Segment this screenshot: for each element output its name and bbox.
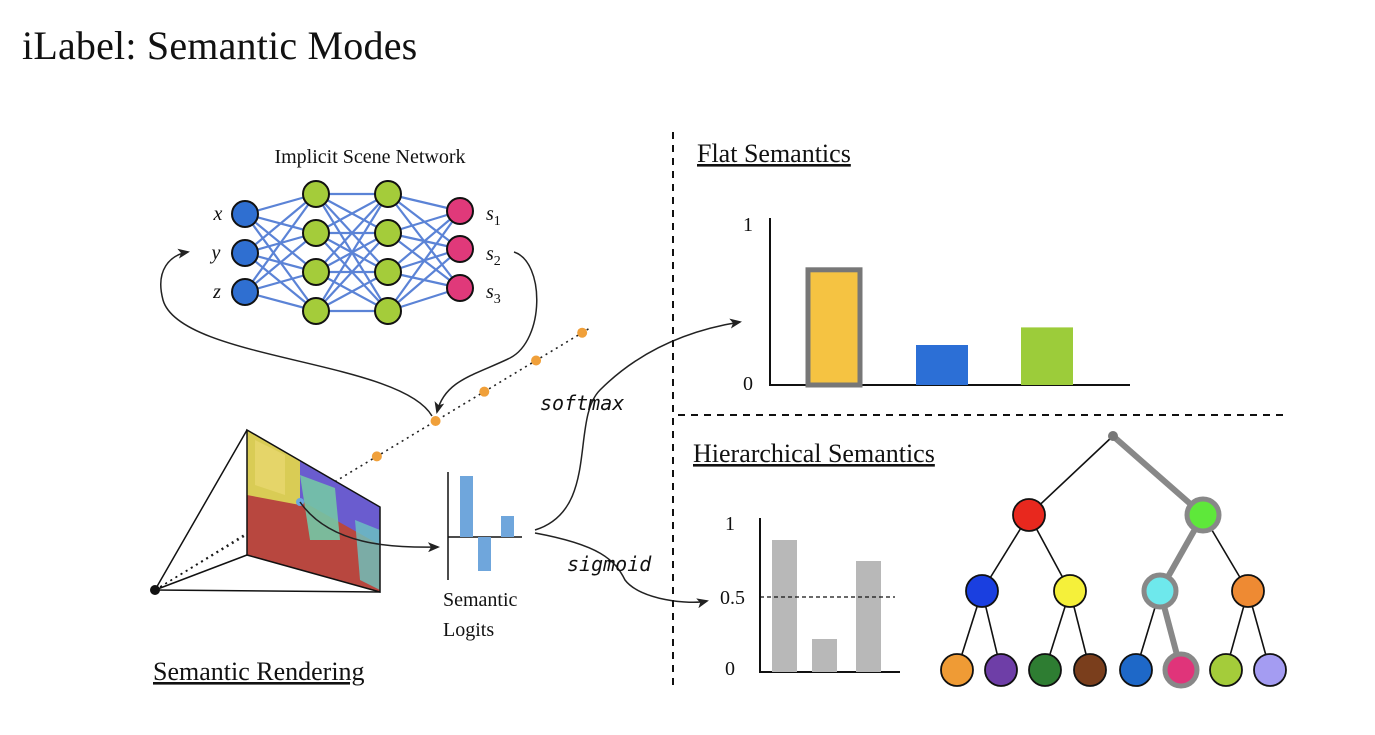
tree-leaf-3 [1028, 653, 1062, 687]
input-label-z: z [212, 281, 221, 303]
network-edge [387, 210, 461, 312]
query-arrow-to-network [160, 248, 433, 417]
sigmoid-arrow [534, 532, 709, 609]
camera-center [150, 585, 160, 595]
hidden2-node-1 [374, 180, 402, 208]
logits-label-line1: Semantic [443, 589, 518, 611]
logits-chart [447, 472, 522, 580]
output-arrow-from-network [434, 251, 538, 414]
hidden1-node-2 [302, 219, 330, 247]
hier-axis-mid: 0.5 [720, 587, 745, 609]
ray-sample-4 [531, 355, 542, 366]
semantic-tree [940, 431, 1287, 689]
tree-node-l1-1 [1012, 498, 1046, 532]
network-edge [315, 193, 389, 273]
semantic-image [247, 430, 380, 592]
network-edge [244, 232, 317, 293]
ray-sample-2 [430, 416, 441, 427]
flat-axis-top: 1 [743, 214, 753, 236]
output-label-s3: s3 [486, 281, 501, 307]
tree-leaf-7 [1209, 653, 1243, 687]
flat-axis-bottom: 0 [743, 373, 753, 395]
hier-axis-top: 1 [725, 513, 735, 535]
flat-chart [769, 218, 1130, 388]
tree-node-l2-4 [1231, 574, 1265, 608]
input-label-x: x [213, 203, 223, 225]
ray-samples [371, 327, 588, 462]
input-node-2 [231, 239, 259, 267]
ray-sample-1 [371, 451, 382, 462]
semantic-image-frame [246, 428, 381, 593]
hier-axis-bottom: 0 [725, 658, 735, 680]
logits-label-line2: Logits [443, 619, 494, 641]
tree-leaf-8 [1253, 653, 1287, 687]
network-edge [315, 232, 389, 312]
hidden2-node-3 [374, 258, 402, 286]
network-title: Implicit Scene Network [274, 146, 465, 168]
ray-sample-3 [479, 386, 490, 397]
output-label-s1: s1 [486, 203, 501, 229]
hidden2-node-4 [374, 297, 402, 325]
flat-bar-1 [805, 267, 863, 388]
image-to-logits-arrow [299, 501, 440, 553]
hierarchical-chart [759, 518, 900, 673]
hierarchical-title: Hierarchical Semantics [693, 439, 935, 468]
hidden2-node-2 [374, 219, 402, 247]
sigmoid-label: sigmoid [567, 552, 652, 576]
hidden1-node-3 [302, 258, 330, 286]
tree-leaf-4 [1073, 653, 1107, 687]
input-node-1 [231, 200, 259, 228]
hier-bar-2 [812, 639, 837, 672]
tree-root [1108, 431, 1118, 441]
flat-bar-2 [916, 345, 968, 385]
tree-node-l2-3 [1141, 572, 1179, 610]
flat-title: Flat Semantics [697, 139, 851, 168]
ray-sample-5 [577, 327, 588, 338]
input-label-y: y [210, 242, 221, 264]
network-edge [387, 210, 461, 273]
tree-node-l2-1 [965, 574, 999, 608]
output-node-1 [446, 197, 474, 225]
network-edge [244, 193, 317, 254]
network-edge [315, 193, 389, 312]
tree-edge [1111, 433, 1205, 518]
camera-frustum [154, 429, 381, 593]
network-nodes [231, 180, 474, 325]
output-label-s2: s2 [486, 243, 501, 269]
input-node-3 [231, 278, 259, 306]
logit-bar-3 [501, 516, 514, 537]
tree-leaf-1 [940, 653, 974, 687]
network-edges [244, 192, 461, 313]
tree-leaf-5 [1119, 653, 1153, 687]
hidden1-node-1 [302, 180, 330, 208]
logit-bar-2 [478, 537, 491, 571]
output-node-2 [446, 235, 474, 263]
tree-node-l1-2 [1184, 496, 1222, 534]
rendering-label: Semantic Rendering [153, 657, 365, 686]
softmax-arrow [534, 318, 742, 531]
softmax-label: softmax [540, 391, 624, 415]
slide-title: iLabel: Semantic Modes [22, 23, 418, 68]
ray-line [154, 327, 591, 591]
network-edge [244, 193, 317, 293]
network-edge [387, 248, 461, 312]
tree-edge [1028, 435, 1114, 516]
output-node-3 [446, 274, 474, 302]
tree-leaf-2 [984, 653, 1018, 687]
hier-bar-1 [772, 540, 797, 672]
flat-bar-3 [1021, 327, 1073, 385]
logit-bar-1 [460, 476, 473, 537]
hidden1-node-4 [302, 297, 330, 325]
tree-leaf-6 [1162, 651, 1200, 689]
tree-node-l2-2 [1053, 574, 1087, 608]
hier-bar-3 [856, 561, 881, 672]
